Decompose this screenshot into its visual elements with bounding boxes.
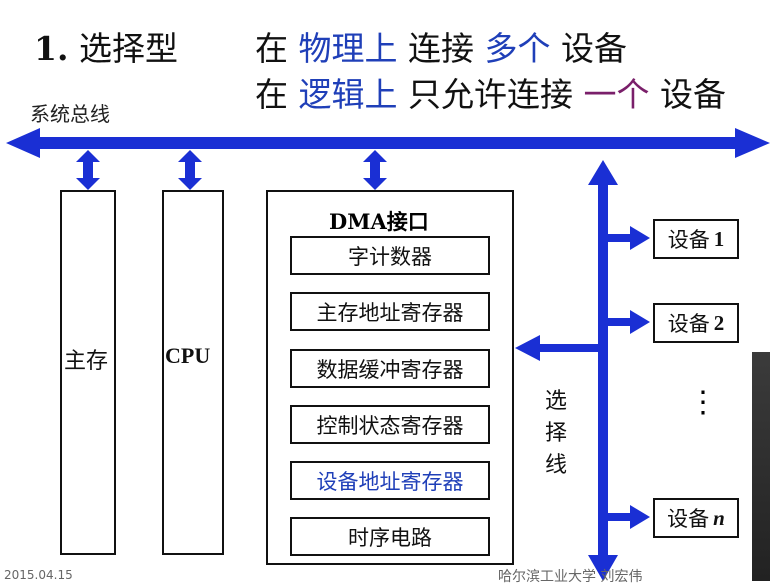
device-2-label: 设备 bbox=[667, 312, 710, 336]
t1-p1: 在 bbox=[255, 29, 288, 68]
dma-title: DMA接口 bbox=[329, 209, 429, 234]
device-2-number: 2 bbox=[713, 310, 725, 335]
t2-p5: 设备 bbox=[660, 75, 726, 114]
section-number: 1. 选择型 bbox=[34, 22, 178, 70]
cpu-bus-link bbox=[178, 150, 202, 190]
register-device-address: 设备地址寄存器 bbox=[290, 461, 490, 500]
register-memory-address: 主存地址寄存器 bbox=[290, 292, 490, 331]
device1-arrow bbox=[608, 226, 650, 250]
device-ellipsis: ⋮ bbox=[688, 385, 718, 420]
device-n-number: n bbox=[713, 505, 725, 530]
section-type: 选择型 bbox=[78, 29, 178, 68]
select-line-char-2: 择 bbox=[545, 421, 568, 446]
device2-arrow bbox=[608, 310, 650, 334]
select-line-char-1: 选 bbox=[545, 389, 568, 414]
register-word-counter: 字计数器 bbox=[290, 236, 490, 275]
select-line-char-3: 线 bbox=[545, 453, 568, 478]
system-bus-label: 系统总线 bbox=[30, 102, 110, 126]
select-to-dma-arrow bbox=[515, 335, 600, 361]
video-overlay bbox=[752, 352, 770, 581]
title-line-2: 在 逻辑上 只允许连接 一个 设备 bbox=[255, 68, 726, 116]
devicen-arrow bbox=[608, 505, 650, 529]
footer-org: 哈尔滨工业大学 刘宏伟 bbox=[498, 569, 643, 585]
t1-p4: 多个 bbox=[484, 29, 551, 68]
t2-p4: 一个 bbox=[583, 75, 650, 114]
title-line-1: 在 物理上 连接 多个 设备 bbox=[255, 22, 627, 70]
cpu-label: CPU bbox=[165, 343, 211, 368]
system-bus-arrow bbox=[6, 128, 770, 158]
device-1-label: 设备 bbox=[667, 228, 710, 252]
t2-p3: 只允许连接 bbox=[408, 75, 573, 114]
main-memory-box bbox=[60, 190, 116, 555]
t1-p5: 设备 bbox=[561, 29, 627, 68]
register-data-buffer: 数据缓冲寄存器 bbox=[290, 349, 490, 388]
cpu-box bbox=[162, 190, 224, 555]
dma-bus-link bbox=[363, 150, 387, 190]
register-control-status: 控制状态寄存器 bbox=[290, 405, 490, 444]
t1-p2: 物理上 bbox=[298, 29, 398, 68]
section-index: 1. bbox=[34, 29, 69, 68]
device-1-number: 1 bbox=[713, 226, 725, 251]
select-line-arrow bbox=[588, 160, 618, 581]
t2-p1: 在 bbox=[255, 75, 288, 114]
main-memory-label: 主存 bbox=[64, 349, 109, 374]
t2-p2: 逻辑上 bbox=[298, 75, 398, 114]
device-n-label: 设备 bbox=[667, 507, 710, 531]
timing-circuit: 时序电路 bbox=[290, 517, 490, 556]
footer-date: 2015.04.15 bbox=[4, 568, 73, 582]
memory-bus-link bbox=[76, 150, 100, 190]
t1-p3: 连接 bbox=[408, 29, 474, 68]
